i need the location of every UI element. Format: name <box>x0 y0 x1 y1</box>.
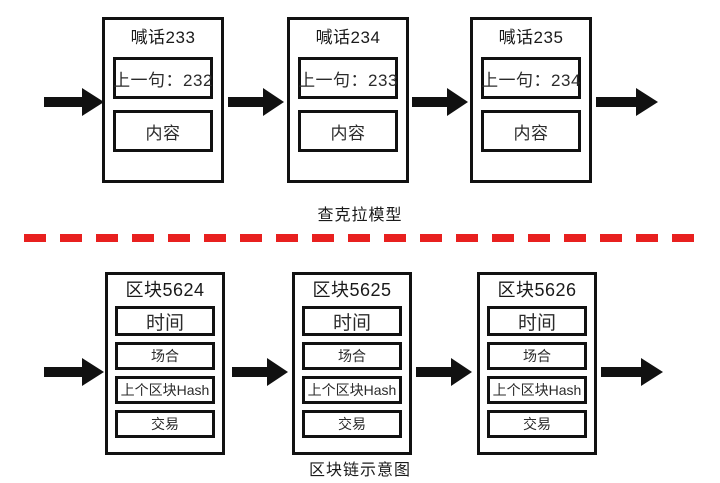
chakra-node-3-field-prev: 上一句：234 <box>481 57 581 99</box>
block-node-2[interactable]: 区块5625 时间 场合 上个区块Hash 交易 <box>292 272 412 455</box>
arrow-right-icon <box>228 85 284 119</box>
section-divider <box>24 234 700 242</box>
block-node-3-field-time: 时间 <box>487 306 587 336</box>
block-node-3-title: 区块5626 <box>497 280 577 300</box>
arrow-right-icon <box>601 355 663 389</box>
arrow-right-icon <box>596 85 658 119</box>
block-node-1-title: 区块5624 <box>125 280 205 300</box>
block-node-3[interactable]: 区块5626 时间 场合 上个区块Hash 交易 <box>477 272 597 455</box>
block-node-1-field-time: 时间 <box>115 306 215 336</box>
arrow-right-icon <box>232 355 288 389</box>
arrow-right-icon <box>416 355 472 389</box>
chakra-node-1[interactable]: 喊话233 上一句：232 内容 <box>102 17 224 183</box>
chakra-node-2[interactable]: 喊话234 上一句：233 内容 <box>287 17 409 183</box>
block-node-2-field-transaction: 交易 <box>302 410 402 438</box>
blockchain-caption: 区块链示意图 <box>308 462 411 479</box>
block-node-2-field-time: 时间 <box>302 306 402 336</box>
arrow-right-icon <box>44 355 104 389</box>
chakra-node-2-field-content: 内容 <box>298 110 398 152</box>
chakra-node-2-field-prev: 上一句：233 <box>298 57 398 99</box>
block-node-3-field-transaction: 交易 <box>487 410 587 438</box>
chakra-node-1-field-content: 内容 <box>113 110 213 152</box>
chakra-node-1-field-prev: 上一句：232 <box>113 57 213 99</box>
block-node-2-field-prev-hash: 上个区块Hash <box>302 376 402 404</box>
block-node-2-title: 区块5625 <box>312 280 392 300</box>
chakra-node-3-field-content: 内容 <box>481 110 581 152</box>
block-node-1-field-transaction: 交易 <box>115 410 215 438</box>
chakra-node-3-title: 喊话235 <box>498 28 564 47</box>
block-node-1-field-occasion: 场合 <box>115 342 215 370</box>
chakra-node-2-title: 喊话234 <box>315 28 381 47</box>
block-node-2-field-occasion: 场合 <box>302 342 402 370</box>
arrow-right-icon <box>412 85 468 119</box>
chakra-node-1-title: 喊话233 <box>130 28 196 47</box>
chakra-model-caption: 查克拉模型 <box>317 207 403 224</box>
arrow-right-icon <box>44 85 104 119</box>
chakra-node-3[interactable]: 喊话235 上一句：234 内容 <box>470 17 592 183</box>
block-node-1[interactable]: 区块5624 时间 场合 上个区块Hash 交易 <box>105 272 225 455</box>
block-node-3-field-prev-hash: 上个区块Hash <box>487 376 587 404</box>
block-node-3-field-occasion: 场合 <box>487 342 587 370</box>
block-node-1-field-prev-hash: 上个区块Hash <box>115 376 215 404</box>
